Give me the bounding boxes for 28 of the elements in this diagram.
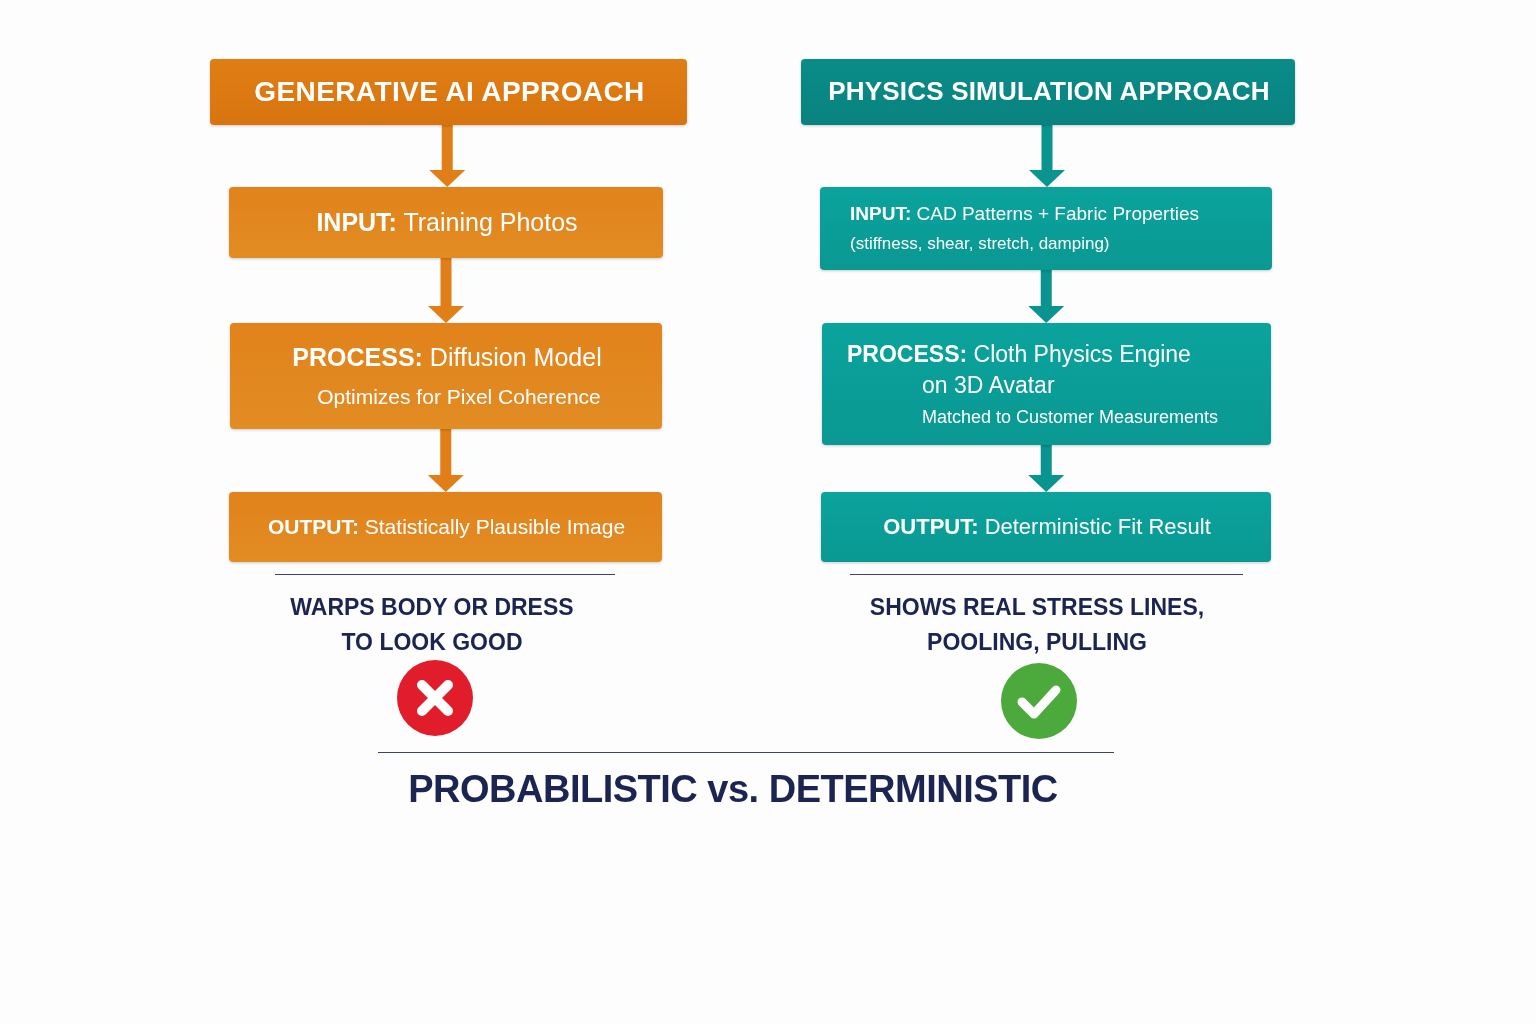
verdict-text: WARPS BODY OR DRESS TO LOOK GOOD — [289, 593, 575, 657]
box-subtext: Optimizes for Pixel Coherence — [317, 383, 601, 410]
box-heading: OUTPUT: Statistically Plausible Image — [267, 513, 626, 540]
step-box — [821, 492, 1271, 562]
box-subtext: (stiffness, shear, stretch, damping) — [850, 232, 1110, 255]
box-heading: PHYSICS SIMULATION APPROACH — [828, 75, 1270, 109]
step-box — [230, 323, 662, 429]
arrow — [428, 258, 464, 323]
box-heading: OUTPUT: Deterministic Fit Result — [883, 513, 1211, 542]
box-heading: INPUT: Training Photos — [316, 206, 578, 238]
step-box — [229, 492, 662, 562]
arrow — [1028, 270, 1065, 323]
box-heading: PROCESS: Diffusion Model — [292, 341, 602, 373]
box-heading: INPUT: CAD Patterns + Fabric Properties — [850, 202, 1199, 227]
arrow — [429, 125, 466, 187]
arrow — [1028, 445, 1065, 492]
header-banner — [801, 59, 1295, 125]
box-heading: PROCESS: Cloth Physics Engine on 3D Avatar — [847, 339, 1192, 400]
verdict-text: SHOWS REAL STRESS LINES, POOLING, PULLING — [868, 593, 1206, 657]
header-banner — [210, 59, 687, 125]
box-subtext: Matched to Customer Measurements — [922, 405, 1219, 429]
summary-heading: PROBABILISTIC vs. DETERMINISTIC — [408, 768, 1058, 811]
arrow — [427, 429, 464, 492]
box-heading: GENERATIVE AI APPROACH — [254, 75, 645, 110]
arrow — [1029, 125, 1065, 187]
step-box — [229, 187, 663, 258]
step-box — [820, 187, 1272, 270]
step-box — [822, 323, 1271, 445]
